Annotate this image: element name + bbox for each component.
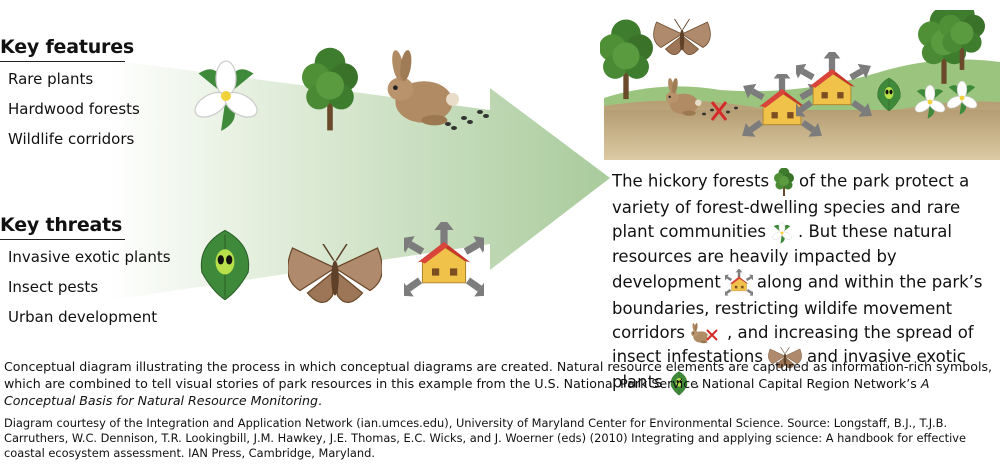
development-house-icon — [404, 222, 484, 306]
story-text-7: . — [694, 372, 700, 392]
feature-item-hardwood-forests: Hardwood forests — [8, 100, 140, 118]
threat-item-urban-development: Urban development — [8, 308, 158, 326]
caption-main-text: Conceptual diagram illustrating the proc… — [4, 359, 993, 391]
inline-house-icon — [725, 269, 753, 297]
story-text-4: along and within the park’s boundaries, … — [612, 272, 983, 343]
key-threats-heading: Key threats — [0, 214, 123, 236]
scene-invasive-leaf-icon — [877, 77, 901, 112]
threat-item-invasive-plants: Invasive exotic plants — [8, 248, 171, 266]
animal-tracks-icon — [445, 110, 489, 130]
key-features-rule — [0, 61, 125, 62]
scene-trillium-icon-2 — [944, 80, 980, 116]
key-features-heading: Key features — [0, 36, 135, 58]
invasive-leaf-alien-icon — [200, 229, 250, 301]
figure-credit: Diagram courtesy of the Integration and … — [4, 416, 967, 461]
scene-house-icon-2 — [796, 52, 876, 132]
figure-caption: Conceptual diagram illustrating the proc… — [4, 358, 994, 409]
moth-icon — [288, 244, 382, 304]
inline-tree-icon — [774, 168, 795, 196]
scene-moth-icon — [653, 18, 711, 56]
story-text-3: . But these natural resources are heavil… — [612, 222, 952, 292]
hickory-tree-icon — [302, 47, 358, 131]
story-text-5: , and increasing the spread of insect in… — [612, 323, 974, 367]
feature-item-wildlife-corridors: Wildlife corridors — [8, 130, 135, 148]
blocked-corridor-icon — [702, 101, 738, 121]
story-text-2: of the park protect a variety of forest-… — [612, 171, 970, 242]
trillium-icon — [190, 60, 262, 132]
inline-blocked-rabbit-icon — [691, 322, 718, 343]
story-text-1: The hickory forests — [612, 171, 770, 191]
inline-trillium-icon — [771, 221, 793, 244]
key-threats-rule — [0, 239, 125, 240]
caption-end: . — [318, 393, 323, 408]
feature-item-rare-plants: Rare plants — [8, 70, 94, 88]
story-text-6: and invasive exotic plants — [612, 347, 966, 392]
caption-report-title: A Conceptual Basis for Natural Resource … — [4, 376, 930, 408]
scene-rabbit-icon — [665, 78, 702, 116]
threat-item-insect-pests: Insect pests — [8, 278, 99, 296]
